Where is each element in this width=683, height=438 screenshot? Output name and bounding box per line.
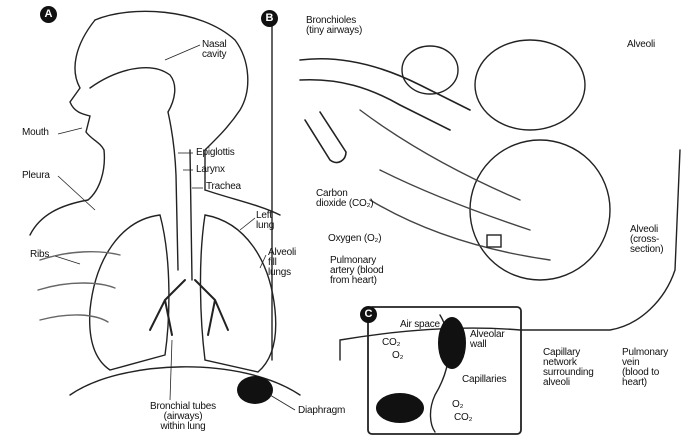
capillary-blood-bottom [376, 393, 424, 423]
alveoli-cluster-2 [475, 40, 585, 130]
bronchial-tree [150, 280, 228, 335]
label-mouth: Mouth [22, 128, 49, 138]
leader-mouth [58, 128, 82, 134]
leader-pleura [58, 176, 95, 210]
label-co2-inset-top: CO₂ [382, 338, 400, 348]
leader-bronchial [170, 340, 172, 400]
panel-c-badge: C [360, 306, 377, 323]
rib-1 [40, 252, 120, 260]
label-pulmonary-artery: Pulmonary artery (blood from heart) [330, 256, 384, 286]
label-left-lung: Left lung [256, 211, 274, 231]
leader-alveoli [260, 255, 266, 268]
label-oxygen: Oxygen (O₂) [328, 234, 381, 244]
nasal-passage [90, 68, 175, 112]
shoulder-left [30, 200, 88, 235]
leader-diaphragm [270, 395, 295, 410]
label-pleura: Pleura [22, 171, 50, 181]
label-capillary-network: Capillary network surrounding alveoli [543, 348, 594, 388]
capillary-vessels [360, 110, 550, 260]
rib-2 [38, 283, 115, 290]
left-lung [200, 215, 275, 372]
right-lung [90, 215, 169, 370]
label-air-space: Air space [400, 320, 440, 330]
panel-a-badge: A [40, 6, 57, 23]
label-alveolar-wall: Alveolar wall [470, 330, 505, 350]
label-ribs: Ribs [30, 250, 49, 260]
label-trachea: Trachea [206, 182, 241, 192]
label-carbon-dioxide: Carbon dioxide (CO₂) [316, 189, 373, 209]
alveoli-cluster-1 [402, 46, 458, 94]
panel-b-badge: B [261, 10, 278, 27]
leader-left-lung [240, 218, 255, 230]
leader-ribs [55, 256, 80, 264]
label-diaphragm: Diaphragm [298, 406, 345, 416]
label-bronchioles: Bronchioles (tiny airways) [306, 16, 362, 36]
leader-nasal [165, 45, 200, 60]
heart-shading [237, 376, 273, 404]
trachea-tube [190, 150, 192, 280]
bronchiole-cut-tube [305, 112, 346, 162]
label-alveoli-fill-lungs: Alveoli fill lungs [268, 248, 296, 278]
label-bronchial-tubes: Bronchial tubes (airways) within lung [150, 402, 216, 432]
capillary-blood-top [438, 317, 466, 369]
label-alveoli-cross-section: Alveoli (cross- section) [630, 225, 663, 255]
label-co2-inset-bottom: CO₂ [454, 413, 472, 423]
label-pulmonary-vein: Pulmonary vein (blood to heart) [622, 348, 668, 388]
label-nasal-cavity: Nasal cavity [202, 40, 227, 60]
label-alveoli: Alveoli [627, 40, 655, 50]
inset-c-marker [487, 235, 501, 247]
label-capillaries: Capillaries [462, 375, 507, 385]
label-epiglottis: Epiglottis [196, 148, 235, 158]
label-o2-inset-bottom: O₂ [452, 400, 463, 410]
rib-3 [40, 315, 108, 322]
label-larynx: Larynx [196, 165, 225, 175]
label-o2-inset-top: O₂ [392, 351, 403, 361]
head-profile [70, 20, 104, 200]
pharynx [168, 112, 178, 270]
